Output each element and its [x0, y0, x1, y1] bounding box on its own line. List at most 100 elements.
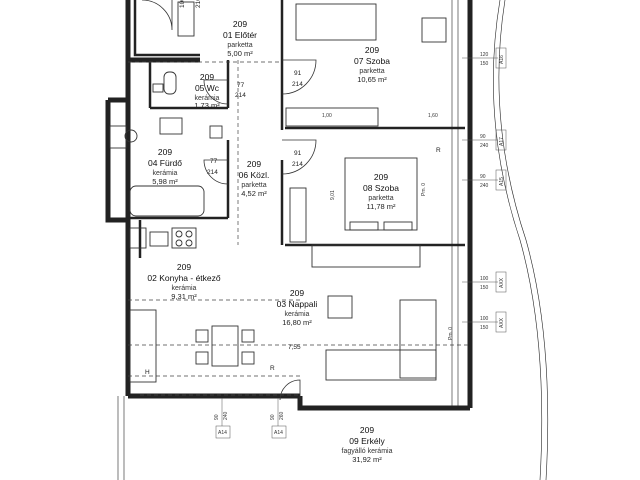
room-szoba7[interactable]: 209 07 Szoba parketta 10,65 m² — [354, 45, 390, 84]
door-furdo-w: 77 — [210, 158, 218, 165]
window-tag-label: A16 — [499, 55, 505, 64]
furniture — [109, 1, 447, 383]
door-swing-szoba7[interactable] — [281, 59, 317, 95]
wall-bottom-right — [297, 396, 470, 411]
svg-text:209: 209 — [233, 19, 247, 29]
svg-text:9,31 m²: 9,31 m² — [171, 292, 197, 301]
tv-unit — [311, 244, 421, 268]
pillow-right — [383, 221, 413, 231]
svg-text:260: 260 — [279, 411, 285, 420]
door-szoba8-w: 91 — [294, 150, 302, 157]
bathtub — [129, 185, 205, 217]
dim-755: 7,55 — [288, 344, 301, 351]
svg-text:209: 209 — [365, 45, 379, 55]
chair-3 — [241, 329, 255, 343]
door-szoba7-w: 91 — [294, 70, 302, 77]
kitchen-sink — [149, 231, 169, 247]
dim-100: 1,00 — [322, 113, 332, 119]
door-swing-wc[interactable] — [203, 79, 229, 105]
dashed-lines — [128, 60, 470, 396]
tag-a14-right-box — [271, 425, 287, 439]
door-szoba8-h: 214 — [292, 161, 303, 168]
dim-901: 9,01 — [330, 190, 336, 200]
svg-text:fagyálló kerámia: fagyálló kerámia — [342, 448, 393, 455]
window-bottom-dim: 150 — [480, 325, 489, 331]
svg-text:parketta: parketta — [359, 68, 384, 75]
bottom-tags: A14 A14 90 240 90 260 — [214, 398, 287, 439]
svg-text:07 Szoba: 07 Szoba — [354, 56, 390, 66]
chair-4 — [241, 351, 255, 365]
window-top-dim: 90 — [480, 134, 486, 140]
wall-entry-inner — [133, 0, 200, 57]
pm-label-1: Pm. 0 — [421, 183, 427, 196]
svg-text:02 Konyha - étkező: 02 Konyha - étkező — [147, 273, 221, 283]
pm-label-2: Pm. 0 — [448, 327, 454, 340]
room-szoba8[interactable]: 209 08 Szoba parketta 11,78 m² — [363, 172, 399, 211]
sofa-l — [325, 349, 437, 381]
svg-text:209: 209 — [290, 288, 304, 298]
room-eloter[interactable]: 209 01 Előtér parketta 5,00 m² — [223, 19, 257, 58]
svg-text:kerámia: kerámia — [172, 285, 197, 292]
window-top-dim: 100 — [480, 316, 489, 322]
terrace-edge — [493, 0, 543, 480]
tag-a14-left-box — [215, 425, 231, 439]
shower — [109, 125, 127, 149]
svg-text:05 Wc: 05 Wc — [195, 83, 220, 93]
cooktop — [171, 227, 197, 249]
svg-text:parketta: parketta — [368, 195, 393, 202]
door-labels: 100 210 77 214 77 214 91 214 91 214 — [179, 0, 303, 176]
wall-bath-outer — [105, 100, 128, 223]
svg-text:90: 90 — [214, 414, 220, 420]
kitchen-counter — [129, 309, 157, 383]
svg-text:parketta: parketta — [241, 182, 266, 189]
tag-a14-right: A14 — [274, 430, 283, 436]
svg-text:90: 90 — [270, 414, 276, 420]
bed-07 — [295, 3, 377, 41]
svg-text:09 Erkély: 09 Erkély — [349, 436, 385, 446]
door-swing-furdo[interactable] — [203, 159, 229, 185]
svg-text:209: 209 — [200, 72, 214, 82]
window-top-dim: 100 — [480, 276, 489, 282]
facade — [451, 0, 549, 480]
svg-text:kerámia: kerámia — [285, 311, 310, 318]
svg-text:1,73 m²: 1,73 m² — [194, 101, 220, 110]
svg-text:kerámia: kerámia — [195, 95, 220, 102]
svg-text:03 Nappali: 03 Nappali — [277, 299, 318, 309]
marker-h: H — [145, 369, 150, 376]
window-top-dim: 120 — [480, 52, 489, 58]
svg-text:209: 209 — [374, 172, 388, 182]
room-konyha[interactable]: 209 02 Konyha - étkező kerámia 9,31 m² — [147, 262, 221, 301]
chair-2 — [195, 351, 209, 365]
svg-text:209: 209 — [247, 159, 261, 169]
washbasin — [124, 129, 138, 143]
svg-text:209: 209 — [177, 262, 191, 272]
door-swing-top[interactable] — [141, 0, 173, 31]
door-swing-szoba8[interactable] — [281, 139, 317, 175]
room-wc[interactable]: 209 05 Wc kerámia 1,73 m² — [194, 72, 220, 110]
svg-text:parketta: parketta — [227, 42, 252, 49]
svg-text:31,92 m²: 31,92 m² — [352, 455, 382, 464]
room-kozl[interactable]: 209 06 Közl. parketta 4,52 m² — [239, 159, 270, 198]
room-nappali[interactable]: 209 03 Nappali kerámia 16,80 m² — [277, 288, 318, 327]
svg-text:240: 240 — [223, 411, 229, 420]
door-furdo-h: 214 — [207, 169, 218, 176]
svg-text:209: 209 — [158, 147, 172, 157]
svg-text:16,80 m²: 16,80 m² — [282, 318, 312, 327]
window-tags: A16120150A1790240A1590240AXX100150AXX100… — [462, 47, 507, 333]
coffee-table — [327, 295, 353, 319]
room-erkely[interactable]: 209 09 Erkély fagyálló kerámia 31,92 m² — [342, 425, 393, 464]
door-swing-balcony[interactable] — [279, 379, 301, 401]
fridge — [129, 227, 147, 249]
room-furdo[interactable]: 209 04 Fürdő kerámia 5,98 m² — [148, 147, 182, 186]
window-tag-label: A17 — [499, 137, 505, 146]
window-bottom-dim: 240 — [480, 183, 489, 189]
wardrobe-08 — [289, 187, 307, 243]
marker-r-bed: R — [436, 147, 441, 154]
svg-text:01 Előtér: 01 Előtér — [223, 30, 257, 40]
